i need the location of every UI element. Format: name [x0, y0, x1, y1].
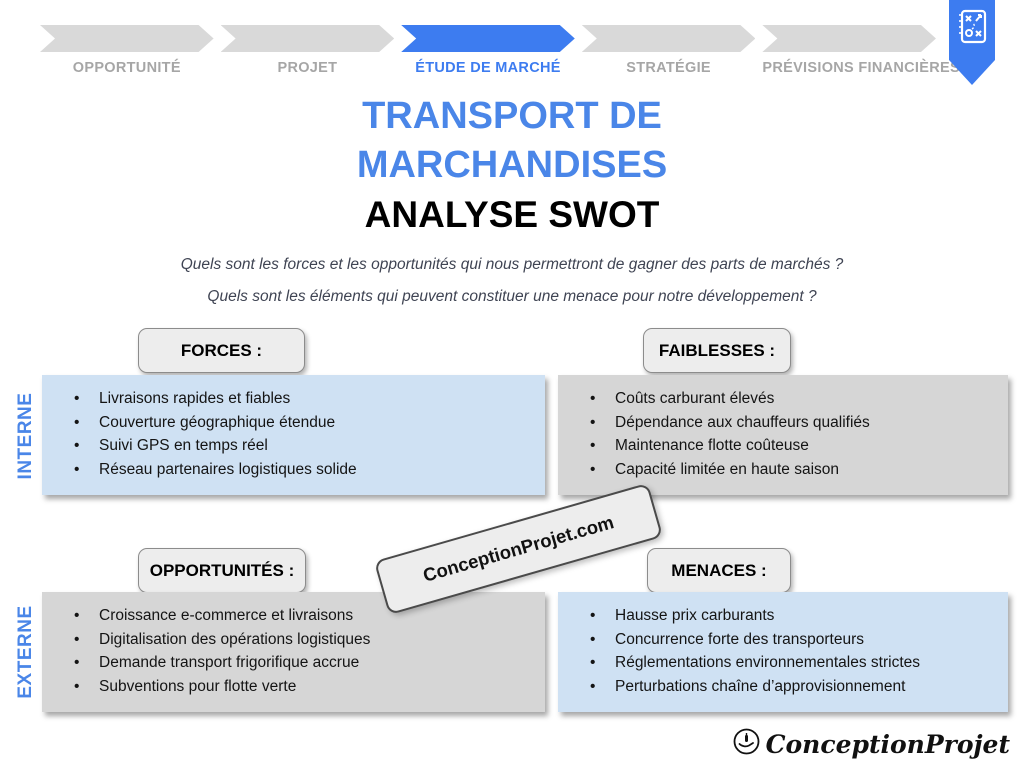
- step-etude-de-marche: ÉTUDE DE MARCHÉ: [401, 25, 575, 76]
- menaces-header: MENACES :: [647, 548, 791, 593]
- faiblesses-list: Coûts carburant élevés Dépendance aux ch…: [558, 375, 1008, 481]
- step-label: PROJET: [277, 60, 338, 76]
- menaces-list: Hausse prix carburants Concurrence forte…: [558, 592, 1008, 698]
- step-label: ÉTUDE DE MARCHÉ: [415, 60, 561, 76]
- process-stepper: OPPORTUNITÉ PROJET ÉTUDE DE MARCHÉ STRAT…: [40, 25, 960, 76]
- list-item: Réglementations environnementales strict…: [558, 651, 1000, 675]
- list-item: Perturbations chaîne d’approvisionnement: [558, 675, 1000, 699]
- list-item: Réseau partenaires logistiques solide: [42, 458, 537, 482]
- list-item: Suivi GPS en temps réel: [42, 434, 537, 458]
- menaces-box: Hausse prix carburants Concurrence forte…: [558, 592, 1008, 712]
- chevron-arrow-icon: [40, 25, 214, 52]
- list-item: Livraisons rapides et fiables: [42, 387, 537, 411]
- faiblesses-box: Coûts carburant élevés Dépendance aux ch…: [558, 375, 1008, 495]
- list-item: Subventions pour flotte verte: [42, 675, 537, 699]
- title-line-2: MARCHANDISES: [356, 144, 668, 186]
- forces-list: Livraisons rapides et fiables Couverture…: [42, 375, 545, 481]
- brand-footer: ConceptionProjet: [733, 728, 1010, 760]
- list-item: Hausse prix carburants: [558, 604, 1000, 628]
- list-item: Croissance e-commerce et livraisons: [42, 604, 537, 628]
- chevron-arrow-icon: [762, 25, 936, 52]
- intro-questions: Quels sont les forces et les opportunité…: [0, 256, 1024, 320]
- page-title: TRANSPORT DE MARCHANDISES ANALYSE SWOT: [0, 92, 1024, 239]
- faiblesses-header: FAIBLESSES :: [643, 328, 791, 373]
- brand-name: ConceptionProjet: [765, 729, 1010, 759]
- list-item: Digitalisation des opérations logistique…: [42, 628, 537, 652]
- list-item: Capacité limitée en haute saison: [558, 458, 1000, 482]
- step-previsions-financieres: PRÉVISIONS FINANCIÈRES: [762, 25, 960, 76]
- list-item: Maintenance flotte coûteuse: [558, 434, 1000, 458]
- chevron-arrow-icon: [582, 25, 756, 52]
- chevron-arrow-icon: [401, 25, 575, 52]
- title-line-1: TRANSPORT DE: [362, 95, 662, 137]
- step-projet: PROJET: [221, 25, 395, 76]
- step-opportunite: OPPORTUNITÉ: [40, 25, 214, 76]
- chevron-arrow-icon: [221, 25, 395, 52]
- question-1: Quels sont les forces et les opportunité…: [180, 256, 844, 273]
- opportunites-box: Croissance e-commerce et livraisons Digi…: [42, 592, 545, 712]
- list-item: Couverture géographique étendue: [42, 411, 537, 435]
- step-label: OPPORTUNITÉ: [72, 60, 181, 76]
- step-label: PRÉVISIONS FINANCIÈRES: [762, 60, 960, 76]
- hand-logo-icon: [733, 728, 760, 760]
- title-line-3: ANALYSE SWOT: [364, 194, 660, 235]
- row-label-interne: INTERNE: [15, 392, 36, 480]
- list-item: Demande transport frigorifique accrue: [42, 651, 537, 675]
- row-label-externe: EXTERNE: [15, 605, 36, 699]
- opportunites-header: OPPORTUNITÉS :: [138, 548, 306, 593]
- step-label: STRATÉGIE: [626, 60, 711, 76]
- question-2: Quels sont les éléments qui peuvent cons…: [207, 288, 817, 305]
- step-strategie: STRATÉGIE: [582, 25, 756, 76]
- list-item: Concurrence forte des transporteurs: [558, 628, 1000, 652]
- strategy-board-ribbon-icon: [948, 0, 996, 88]
- forces-box: Livraisons rapides et fiables Couverture…: [42, 375, 545, 495]
- opportunites-list: Croissance e-commerce et livraisons Digi…: [42, 592, 545, 698]
- list-item: Coûts carburant élevés: [558, 387, 1000, 411]
- forces-header: FORCES :: [138, 328, 305, 373]
- list-item: Dépendance aux chauffeurs qualifiés: [558, 411, 1000, 435]
